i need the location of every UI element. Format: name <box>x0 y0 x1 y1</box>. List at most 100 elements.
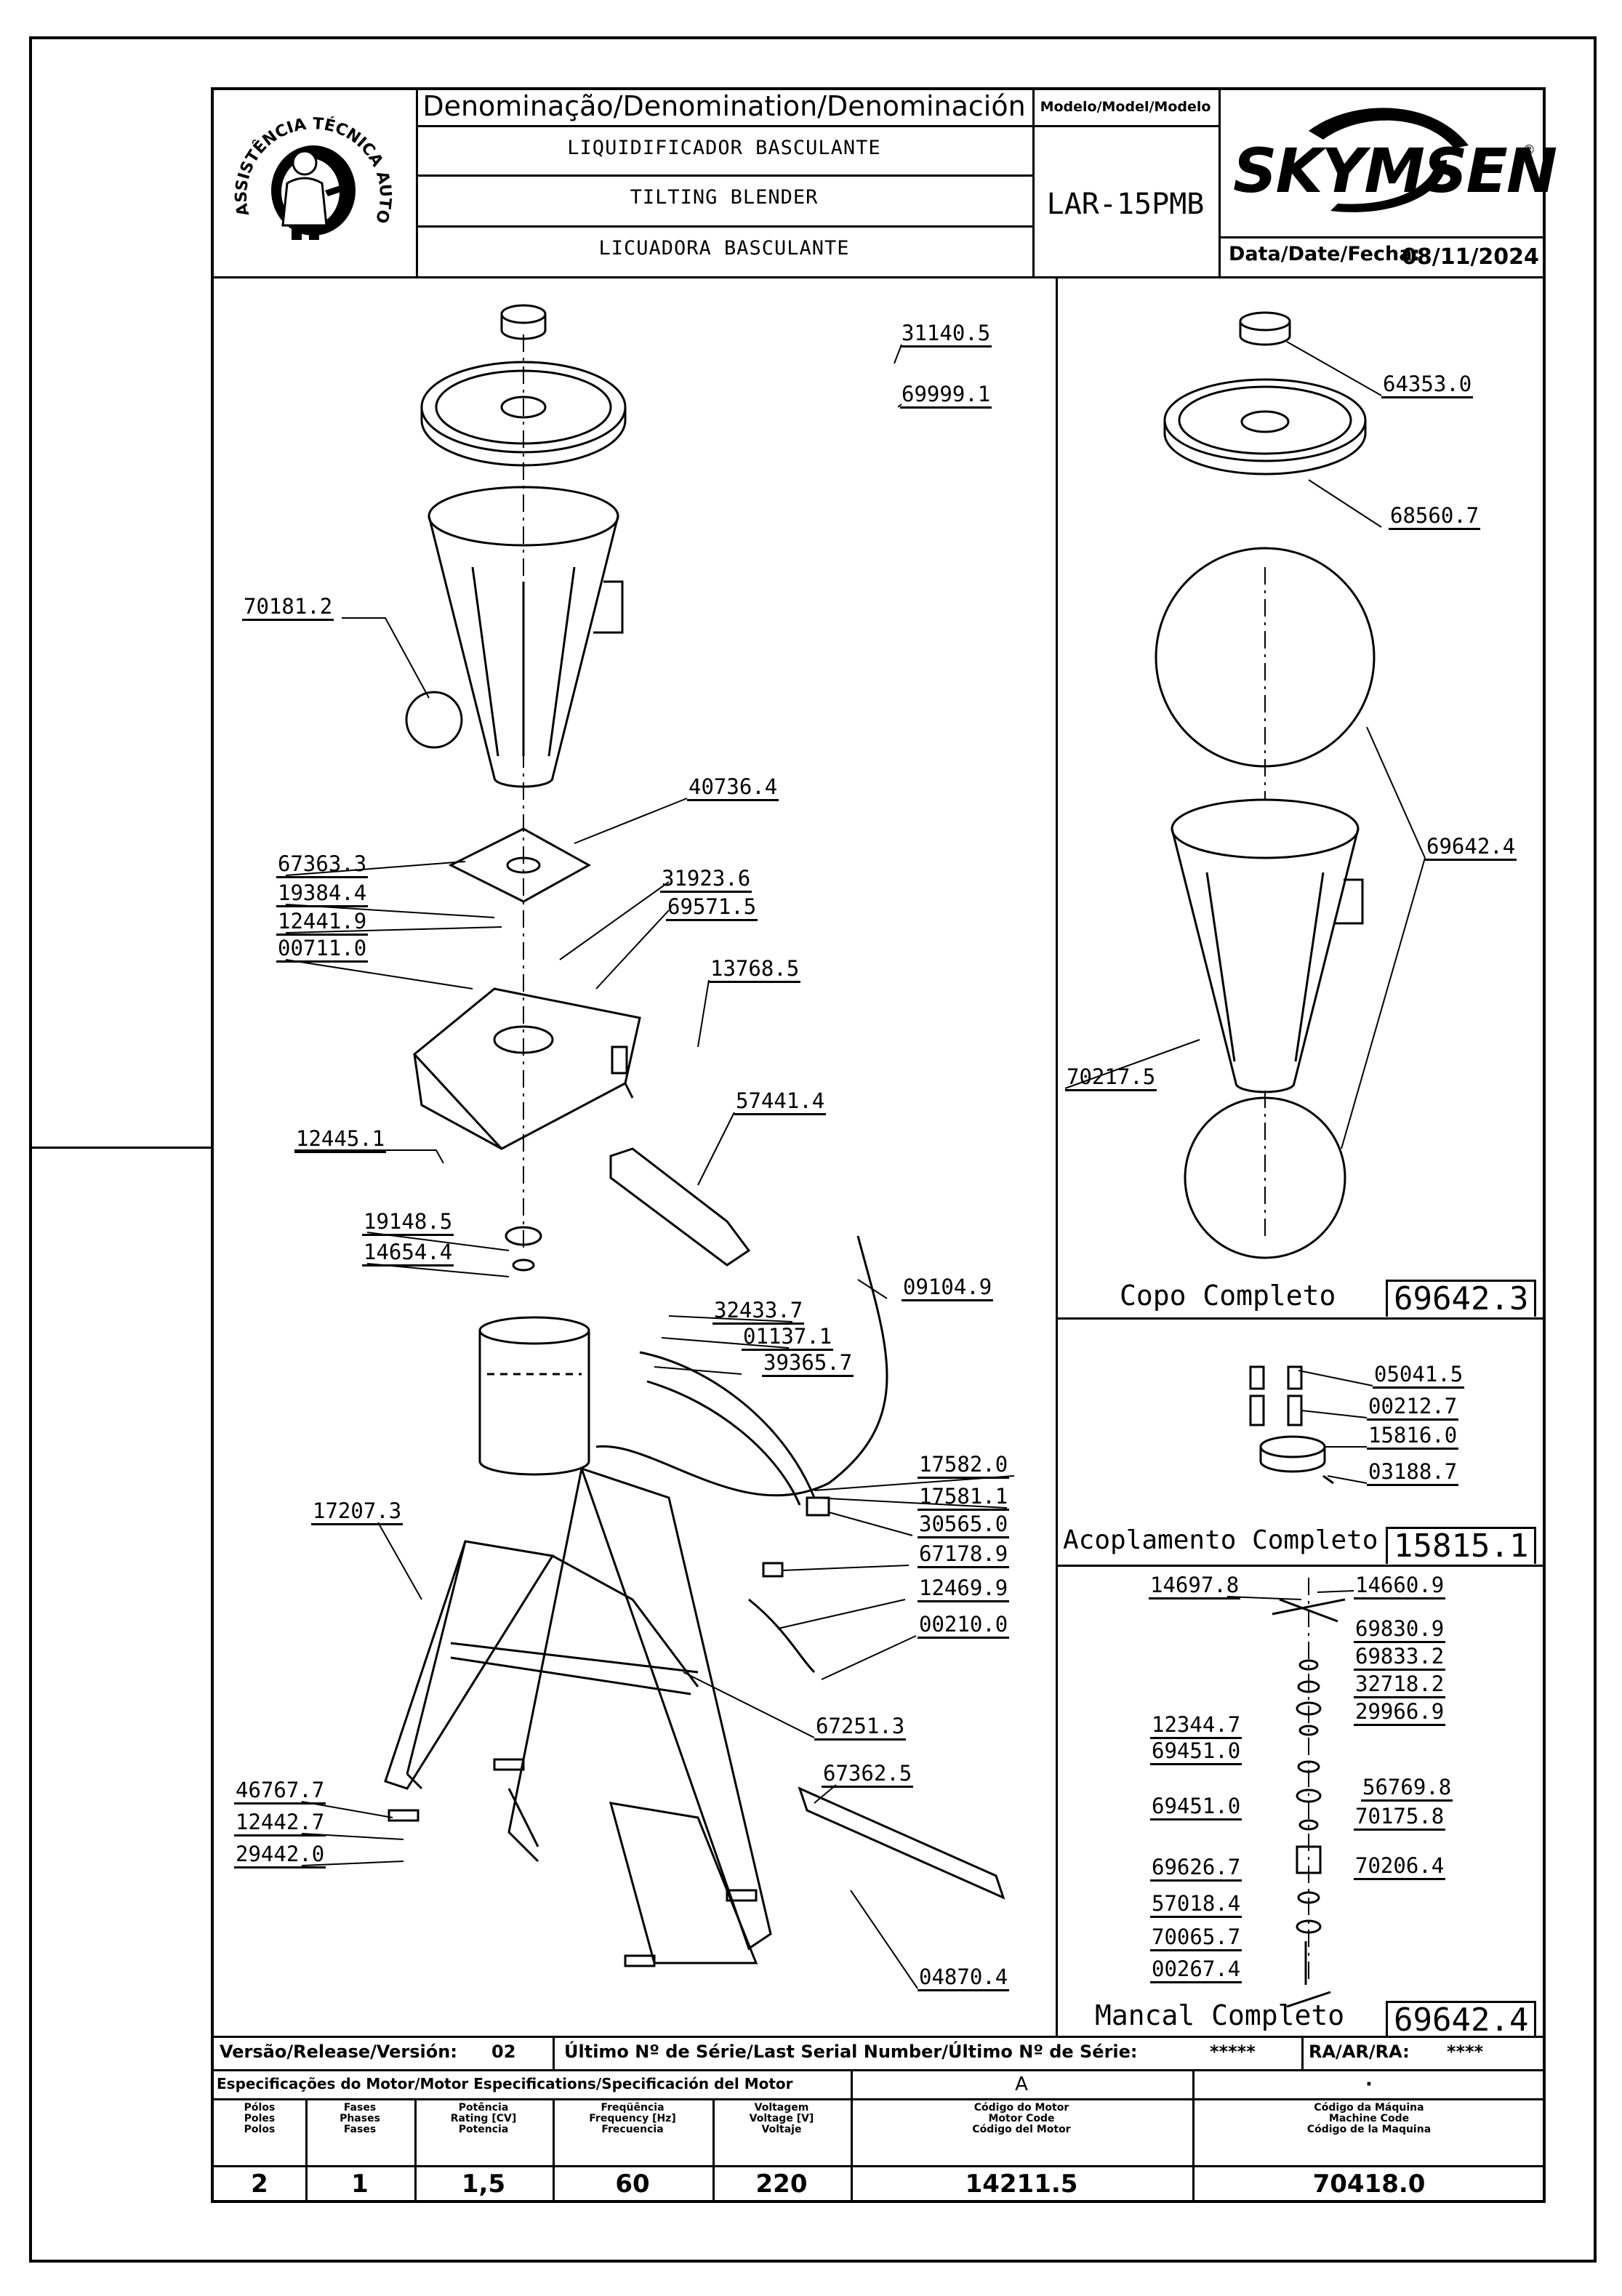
copo-divider <box>1056 1317 1546 1320</box>
col-frequency: Freqüência Frequency [Hz] Frecuencia <box>589 2102 676 2135</box>
part-label: 68560.7 <box>1389 504 1481 530</box>
part-label: 46767.7 <box>234 1778 326 1805</box>
part-label: 69451.0 <box>1150 1739 1242 1765</box>
acoplamento-code: 15815.1 <box>1386 1527 1537 1564</box>
part-label: 12441.9 <box>276 910 369 936</box>
drawing-sheet <box>211 87 1546 2203</box>
part-label: 69571.5 <box>666 895 758 921</box>
serial-label: Último Nº de Série/Last Serial Number/Úl… <box>564 2042 1138 2062</box>
part-label: 70065.7 <box>1150 1925 1242 1951</box>
part-label: 05041.5 <box>1373 1362 1465 1389</box>
part-label: 32433.7 <box>712 1298 805 1325</box>
part-label: 32718.2 <box>1354 1672 1446 1698</box>
col-poles: Pólos Poles Polos <box>244 2102 276 2135</box>
part-label: 03188.7 <box>1367 1460 1459 1486</box>
part-label: 69833.2 <box>1354 1645 1446 1671</box>
brand-name: SKYMSEN <box>1233 135 1557 206</box>
col-voltage: Voltagem Voltage [V] Voltaje <box>749 2102 814 2135</box>
name-portuguese: LIQUIDIFICADOR BASCULANTE <box>567 137 881 159</box>
part-label: 00711.0 <box>276 936 369 963</box>
part-label: 29966.9 <box>1354 1700 1446 1726</box>
outer-frame <box>29 36 1597 2263</box>
part-label: 17207.3 <box>311 1499 404 1525</box>
part-label: 64353.0 <box>1381 372 1474 398</box>
acoplamento-title: Acoplamento Completo <box>1063 1525 1378 1555</box>
registered-mark: ® <box>1522 143 1535 158</box>
part-label: 70175.8 <box>1354 1805 1446 1831</box>
part-label: 00212.7 <box>1367 1394 1459 1421</box>
part-label: 69999.1 <box>900 382 992 409</box>
part-label: 13768.5 <box>709 957 801 983</box>
part-label: 09104.9 <box>902 1275 994 1301</box>
mancal-code: 69642.4 <box>1386 2001 1537 2038</box>
part-label: 56769.8 <box>1361 1775 1453 1802</box>
col-machine-code: Código da Máquina Machine Code Código de… <box>1306 2102 1432 2135</box>
name-english: TILTING BLENDER <box>630 186 819 209</box>
part-label: 12344.7 <box>1150 1713 1242 1739</box>
version-value: 02 <box>491 2042 516 2062</box>
binding-mark <box>29 1147 211 1149</box>
power-value: 1,5 <box>461 2169 506 2199</box>
part-label: 00267.4 <box>1150 1957 1242 1983</box>
motor-revision: A <box>1015 2074 1028 2095</box>
part-label: 67363.3 <box>276 852 369 878</box>
date-label: Data/Date/Fecha: <box>1229 243 1421 265</box>
part-label: 40736.4 <box>687 775 779 801</box>
frequency-value: 60 <box>615 2169 650 2199</box>
machine-revision: · <box>1365 2074 1373 2095</box>
part-label: 69830.9 <box>1354 1617 1446 1643</box>
col-phases: Fases Phases Fases <box>340 2102 380 2135</box>
part-label: 19384.4 <box>276 881 369 907</box>
poles-value: 2 <box>251 2169 268 2199</box>
part-label: 15816.0 <box>1367 1424 1459 1450</box>
mancal-title: Mancal Completo <box>1095 1999 1345 2031</box>
right-panel-divider <box>1056 276 1058 2036</box>
part-label: 70181.2 <box>242 595 334 621</box>
part-label: 39365.7 <box>762 1351 854 1377</box>
part-label: 19148.5 <box>362 1210 454 1236</box>
part-label: 69451.0 <box>1150 1794 1242 1821</box>
part-label: 57441.4 <box>734 1089 827 1115</box>
part-label: 14654.4 <box>362 1240 454 1267</box>
part-label: 14697.8 <box>1149 1573 1241 1599</box>
part-label: 57018.4 <box>1150 1892 1242 1918</box>
ra-label: RA/AR/RA: <box>1309 2042 1410 2062</box>
part-label: 00210.0 <box>918 1613 1010 1639</box>
col-power: Potência Rating [CV] Potencia <box>450 2102 517 2135</box>
ra-value: **** <box>1447 2042 1484 2062</box>
part-label: 12445.1 <box>294 1127 387 1153</box>
brand-logo: SKYMSEN ® <box>1229 102 1557 233</box>
denomination-heading: Denominação/Denomination/Denominación <box>422 90 1026 122</box>
part-label: 67362.5 <box>822 1762 914 1788</box>
serial-value: ***** <box>1210 2042 1256 2062</box>
part-label: 04870.4 <box>918 1965 1010 1991</box>
part-label: 29442.0 <box>234 1842 326 1868</box>
phases-value: 1 <box>351 2169 369 2199</box>
authorized-service-seal: ASSISTÊNCIA TÉCNICA AUTORIZADA <box>222 82 398 265</box>
model-heading: Modelo/Model/Modelo <box>1040 99 1211 115</box>
part-label: 69642.4 <box>1425 835 1517 861</box>
part-label: 01137.1 <box>742 1325 834 1351</box>
part-label: 67178.9 <box>918 1542 1010 1568</box>
part-label: 17581.1 <box>918 1485 1010 1511</box>
copo-title: Copo Completo <box>1120 1280 1336 1312</box>
version-label: Versão/Release/Versión: <box>220 2042 457 2062</box>
part-label: 31140.5 <box>900 321 992 348</box>
part-label: 14660.9 <box>1354 1573 1446 1599</box>
part-label: 31923.6 <box>660 867 752 893</box>
part-label: 17582.0 <box>918 1453 1010 1479</box>
model-number: LAR-15PMB <box>1046 188 1205 221</box>
acoplamento-divider <box>1056 1565 1546 1567</box>
motor-spec-label: Especificações do Motor/Motor Especifica… <box>217 2075 793 2092</box>
part-label: 30565.0 <box>918 1512 1010 1538</box>
part-label: 69626.7 <box>1150 1855 1242 1882</box>
part-label: 67251.3 <box>814 1714 907 1741</box>
voltage-value: 220 <box>755 2169 808 2199</box>
date-value: 08/11/2024 <box>1402 244 1539 270</box>
part-label: 70217.5 <box>1065 1065 1157 1091</box>
part-label: 12442.7 <box>234 1810 326 1837</box>
copo-code: 69642.3 <box>1386 1280 1537 1317</box>
part-label: 70206.4 <box>1354 1854 1446 1880</box>
part-label: 12469.9 <box>918 1576 1010 1602</box>
